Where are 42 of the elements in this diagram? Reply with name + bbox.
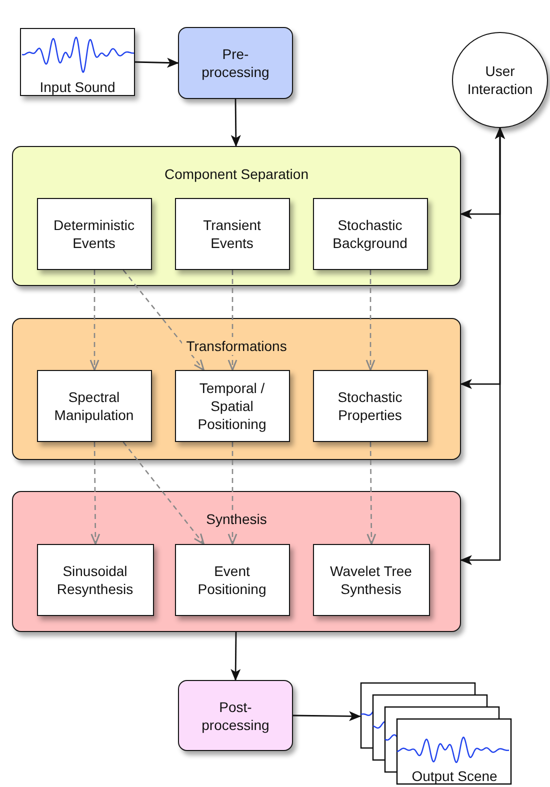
node-label: Deterministic Events [52, 216, 136, 252]
process-box [178, 27, 293, 99]
dashed-arrow [90, 270, 100, 371]
dashed-arrow [366, 442, 376, 545]
process-box [312, 544, 430, 616]
process-box [312, 198, 428, 270]
process-box [174, 198, 290, 270]
node-label: Wavelet Tree Synthesis [329, 562, 413, 598]
node-label: Event Positioning [196, 562, 268, 598]
node-label: User Interaction [466, 62, 534, 98]
process-box [174, 370, 290, 442]
node-label: Pre- processing [200, 45, 270, 81]
dashed-arrow [366, 270, 376, 371]
process-box [36, 370, 152, 442]
stage-container [12, 318, 461, 460]
node-label: Stochastic Background [332, 216, 408, 252]
dashed-arrow [122, 442, 204, 545]
arrow [293, 711, 361, 722]
arrow [230, 632, 241, 681]
node-label: Sinusoidal Resynthesis [56, 562, 134, 598]
arrow [230, 99, 241, 147]
dashed-arrow [228, 270, 238, 371]
node-label: Transient Events [202, 216, 262, 252]
dashed-arrow [228, 442, 238, 545]
double-arrow [460, 127, 505, 566]
process-box [312, 370, 428, 442]
node-label: Input Sound [40, 79, 116, 95]
process-box [36, 198, 152, 270]
node-label: Spectral Manipulation [53, 388, 135, 424]
node-label: Output Scene [410, 768, 498, 784]
process-box [36, 544, 154, 616]
node-label: Stochastic Properties [336, 388, 404, 424]
node-label: Temporal / Spatial Positioning [196, 378, 268, 432]
process-box [174, 544, 290, 616]
node-label: Post- processing [200, 698, 270, 734]
dashed-arrow [90, 442, 100, 545]
stage-container [12, 146, 461, 286]
dashed-arrow [122, 270, 204, 371]
waveform-box [20, 28, 135, 96]
arrow [134, 58, 179, 68]
stage-container [12, 491, 461, 632]
process-box [178, 680, 293, 751]
